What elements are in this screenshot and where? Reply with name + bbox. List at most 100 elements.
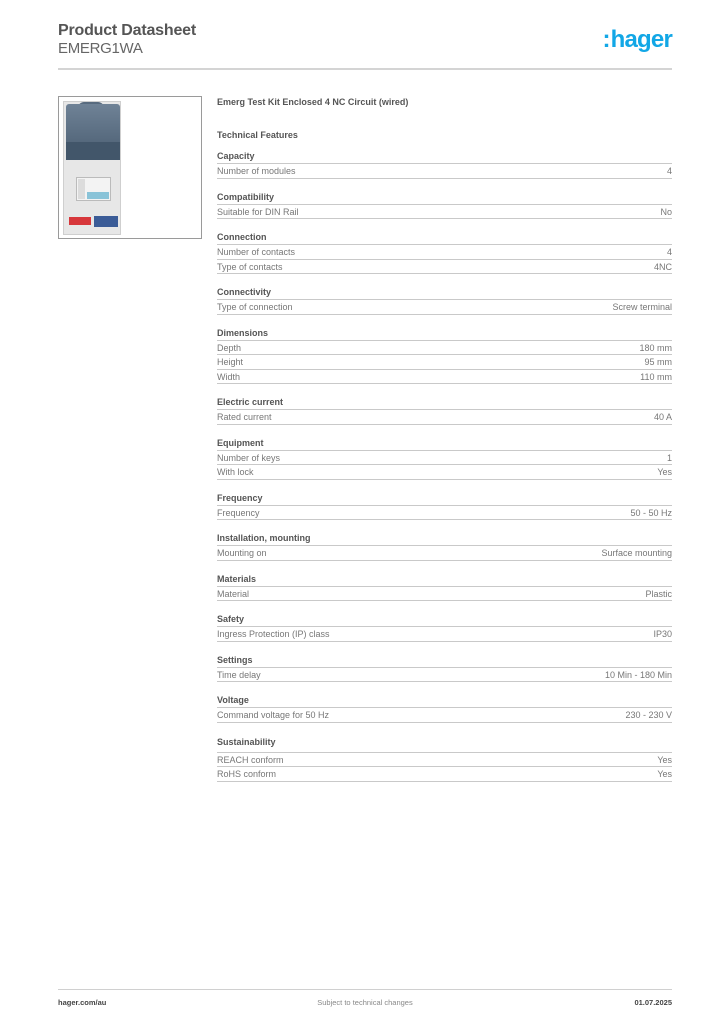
product-name: Emerg Test Kit Enclosed 4 NC Circuit (wi…: [217, 97, 409, 107]
footer-line: Subject to technical changes hager.com/a…: [58, 998, 672, 1012]
group-safety: Safety Ingress Protection (IP) class IP30: [217, 614, 672, 642]
row-value: 40 A: [653, 412, 672, 422]
group-heading: Frequency: [217, 493, 672, 506]
row-label: Height: [217, 357, 244, 367]
table-row: Mounting on Surface mounting: [217, 546, 672, 561]
group-heading: Equipment: [217, 438, 672, 451]
info-label: [94, 216, 118, 227]
logo-text: hager: [610, 26, 673, 53]
footer-note: Subject to technical changes: [317, 998, 413, 1007]
row-value: Surface mounting: [601, 548, 672, 558]
row-value: IP30: [653, 629, 672, 639]
table-row: Number of modules 4: [217, 164, 672, 179]
footer-divider: [58, 989, 672, 990]
table-row: Frequency 50 - 50 Hz: [217, 506, 672, 520]
row-value: 4NC: [653, 261, 672, 272]
row-label: REACH conform: [217, 754, 284, 765]
table-row: Command voltage for 50 Hz 230 - 230 V: [217, 708, 672, 723]
table-row: RoHS conform Yes: [217, 767, 672, 782]
row-value: Yes: [657, 769, 672, 779]
row-value: 1: [666, 452, 672, 463]
table-row: Width 110 mm: [217, 370, 672, 384]
row-label: Command voltage for 50 Hz: [217, 710, 330, 720]
row-value: 50 - 50 Hz: [630, 507, 672, 518]
group-installation-mounting: Installation, mounting Mounting on Surfac…: [217, 533, 672, 561]
row-label: Mounting on: [217, 548, 267, 558]
row-label: Depth: [217, 342, 242, 353]
row-label: Suitable for DIN Rail: [217, 206, 299, 217]
warning-label: [69, 217, 91, 225]
row-value: 180 mm: [639, 342, 672, 353]
row-label: Type of connection: [217, 302, 293, 312]
device-stripe: [87, 192, 109, 199]
group-equipment: Equipment Number of keys 1 With lock Yes: [217, 438, 672, 480]
group-capacity: Capacity Number of modules 4: [217, 151, 672, 179]
group-heading: Sustainability: [217, 736, 672, 753]
row-label: Ingress Protection (IP) class: [217, 629, 330, 639]
table-row: REACH conform Yes: [217, 753, 672, 767]
row-value: 230 - 230 V: [625, 710, 672, 720]
page-footer: Subject to technical changes hager.com/a…: [58, 989, 672, 1012]
row-label: With lock: [217, 467, 254, 477]
group-heading: Electric current: [217, 397, 672, 410]
row-value: Plastic: [645, 588, 672, 599]
feature-groups: Capacity Number of modules 4 Compatibilit…: [217, 151, 672, 782]
footer-date: 01.07.2025: [634, 998, 672, 1007]
group-heading: Installation, mounting: [217, 533, 672, 546]
logo-colon-icon: :: [602, 26, 610, 53]
group-electric-current: Electric current Rated current 40 A: [217, 397, 672, 425]
table-row: Rated current 40 A: [217, 410, 672, 425]
group-heading: Compatibility: [217, 192, 672, 205]
row-label: Number of modules: [217, 166, 296, 176]
row-value: Yes: [657, 754, 672, 765]
footer-website-link[interactable]: hager.com/au: [58, 998, 107, 1007]
row-value: 4: [666, 247, 672, 257]
table-row: Depth 180 mm: [217, 341, 672, 355]
row-label: Number of keys: [217, 452, 281, 463]
group-heading: Materials: [217, 574, 672, 587]
group-heading: Capacity: [217, 151, 672, 164]
group-heading: Safety: [217, 614, 672, 627]
hager-logo: :hager: [602, 27, 672, 53]
page-header: Product Datasheet EMERG1WA :hager: [58, 22, 673, 70]
row-label: Rated current: [217, 412, 272, 422]
row-value: Yes: [657, 467, 672, 477]
datasheet-content: Emerg Test Kit Enclosed 4 NC Circuit (wi…: [217, 96, 672, 782]
table-row: Type of contacts 4NC: [217, 260, 672, 274]
row-label: Frequency: [217, 507, 260, 518]
row-value: 4: [666, 166, 672, 176]
enclosure-illustration: [63, 101, 121, 235]
section-title: Technical Features: [217, 130, 298, 140]
document-title: Product Datasheet: [58, 22, 196, 39]
row-label: Width: [217, 371, 241, 382]
group-heading: Connection: [217, 232, 672, 245]
header-divider: [58, 68, 672, 70]
row-label: Number of contacts: [217, 247, 296, 257]
group-compatibility: Compatibility Suitable for DIN Rail No: [217, 192, 672, 219]
group-heading: Dimensions: [217, 328, 672, 341]
table-row: Number of contacts 4: [217, 245, 672, 260]
row-value: No: [660, 206, 672, 217]
group-heading: Settings: [217, 655, 672, 668]
din-device: [76, 177, 111, 201]
group-heading: Connectivity: [217, 287, 672, 300]
row-label: Time delay: [217, 669, 261, 680]
row-value: 110 mm: [640, 371, 672, 382]
product-image: [58, 96, 202, 239]
device-terminal: [78, 179, 85, 199]
table-row: Number of keys 1: [217, 451, 672, 465]
product-code: EMERG1WA: [58, 40, 143, 57]
group-connectivity: Connectivity Type of connection Screw ter…: [217, 287, 672, 315]
table-row: Suitable for DIN Rail No: [217, 205, 672, 219]
row-label: Type of contacts: [217, 261, 283, 272]
lid-lower-shade: [66, 142, 120, 160]
row-value: Screw terminal: [612, 302, 672, 312]
row-label: RoHS conform: [217, 769, 277, 779]
